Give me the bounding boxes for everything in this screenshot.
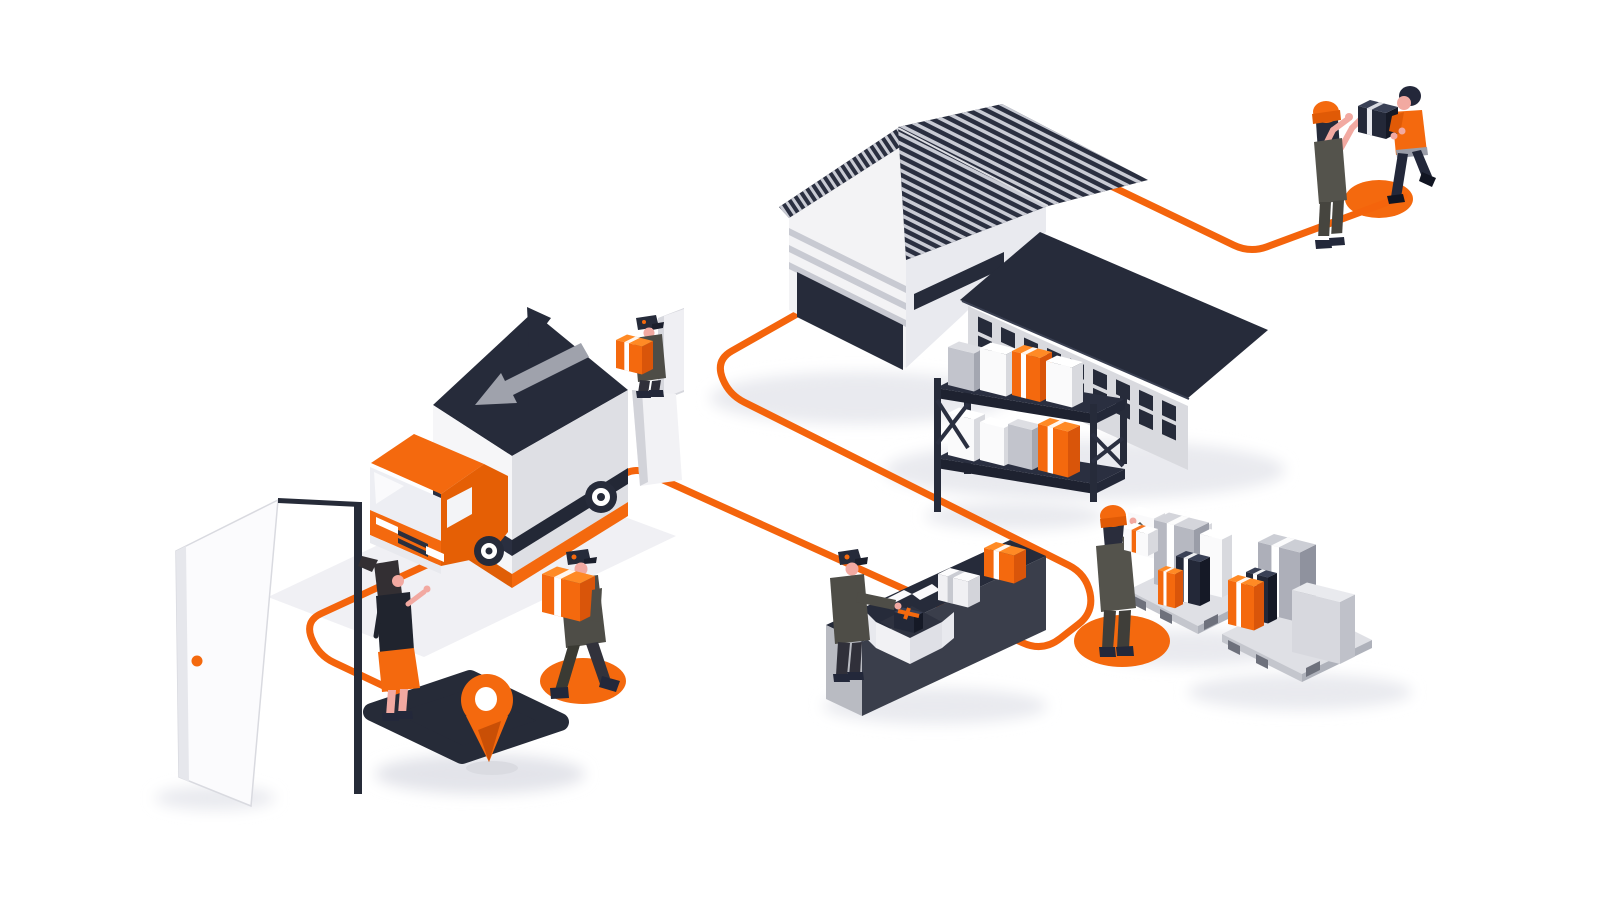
truck-loader-worker bbox=[616, 315, 666, 398]
desk-worker bbox=[830, 549, 902, 682]
customer-woman bbox=[358, 556, 431, 721]
lifting-worker bbox=[1096, 505, 1158, 657]
handoff-recipient bbox=[1312, 101, 1368, 249]
delivery-truck bbox=[370, 307, 684, 588]
storage-rack bbox=[934, 341, 1127, 512]
pallet-stacks bbox=[1128, 506, 1372, 682]
entrance-door bbox=[175, 498, 362, 808]
warehouse-building bbox=[779, 104, 1148, 370]
handoff-courier bbox=[1358, 86, 1436, 204]
welcome-mat bbox=[363, 670, 569, 764]
location-pin-icon bbox=[461, 674, 518, 775]
walking-courier bbox=[542, 549, 620, 699]
packing-desk bbox=[826, 540, 1046, 716]
